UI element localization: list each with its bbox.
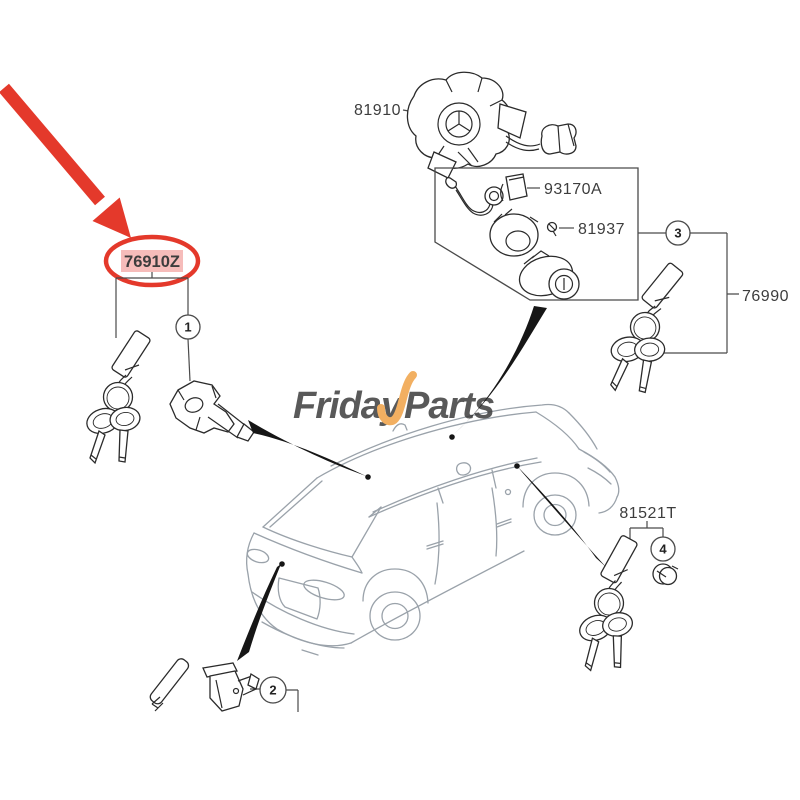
callout-3: 3 (665, 220, 691, 246)
keyset-bottom-drawing (569, 533, 648, 672)
svg-text:4: 4 (659, 542, 667, 557)
keyset-right-drawing (603, 255, 686, 397)
lock-grommet-drawing (652, 563, 679, 586)
callout-1: 1 (175, 314, 201, 340)
ignition-lock-assembly-drawing (406, 71, 577, 179)
door-lock-cylinder-drawing (169, 380, 255, 442)
part-number-76910Z: 76910Z (124, 253, 180, 271)
leader-swooshes (237, 306, 606, 661)
part-label-81937: 81937 (578, 221, 625, 238)
watermark-word2: Parts (404, 385, 494, 427)
part-label-81521T: 81521T (619, 505, 676, 522)
sub-assembly-box (434, 167, 639, 301)
trunk-lock-drawing (149, 658, 260, 712)
svg-text:3: 3 (674, 226, 681, 241)
car-drawing (246, 403, 620, 656)
svg-text:2: 2 (269, 683, 276, 698)
svg-text:1: 1 (184, 320, 191, 335)
part-label-81910: 81910 (354, 102, 401, 119)
callout-4: 4 (650, 536, 676, 562)
highlighted-part-number: 76910Z (103, 234, 201, 288)
red-arrow (0, 83, 131, 238)
highlight-ellipse (103, 234, 201, 288)
part-number-highlight (121, 250, 183, 272)
part-label-93170A: 93170A (544, 181, 602, 198)
part-label-76990: 76990 (742, 288, 789, 305)
watermark-check-icon (377, 371, 417, 426)
watermark: Friday Parts (293, 371, 495, 427)
keyset-left-drawing (82, 329, 152, 464)
callout-2: 2 (259, 676, 287, 704)
